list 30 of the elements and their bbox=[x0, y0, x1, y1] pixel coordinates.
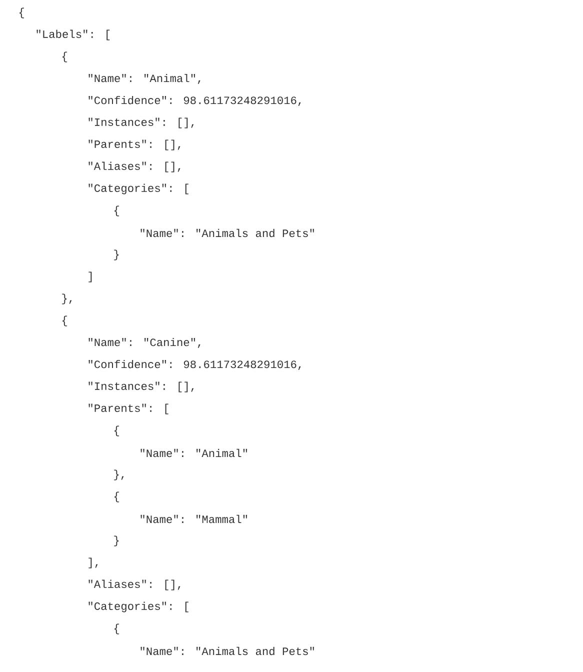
code-line: { bbox=[19, 8, 24, 18]
code-line: "Name": "Canine", bbox=[88, 338, 200, 348]
code-line: "Name": "Animal", bbox=[88, 74, 200, 84]
code-line: "Name": "Animal" bbox=[140, 448, 248, 458]
code-line: "Parents": [ bbox=[88, 404, 168, 414]
code-line: "Name": "Mammal" bbox=[140, 514, 248, 524]
code-line: { bbox=[114, 492, 119, 502]
code-line: }, bbox=[114, 470, 124, 480]
code-line: { bbox=[114, 624, 119, 634]
code-line: } bbox=[114, 250, 119, 260]
code-line: "Aliases": [], bbox=[88, 162, 180, 172]
code-line: "Aliases": [], bbox=[88, 580, 180, 590]
code-line: { bbox=[62, 52, 67, 62]
code-line: { bbox=[114, 206, 119, 216]
code-line: "Parents": [], bbox=[88, 140, 180, 150]
code-line: "Categories": [ bbox=[88, 602, 188, 612]
code-line: "Instances": [], bbox=[88, 118, 194, 128]
code-line: "Labels": [ bbox=[36, 30, 110, 40]
code-line: { bbox=[114, 426, 119, 436]
code-line: } bbox=[114, 536, 119, 546]
code-line: ], bbox=[88, 558, 98, 568]
code-line: "Name": "Animals and Pets" bbox=[140, 646, 314, 656]
code-line: "Confidence": 98.61173248291016, bbox=[88, 360, 301, 370]
code-line: "Confidence": 98.61173248291016, bbox=[88, 96, 301, 106]
code-line: "Name": "Animals and Pets" bbox=[140, 228, 314, 238]
code-line: }, bbox=[62, 294, 72, 304]
code-line: { bbox=[62, 316, 67, 326]
code-line: "Categories": [ bbox=[88, 184, 188, 194]
code-line: "Instances": [], bbox=[88, 382, 194, 392]
code-line: ] bbox=[88, 272, 92, 282]
